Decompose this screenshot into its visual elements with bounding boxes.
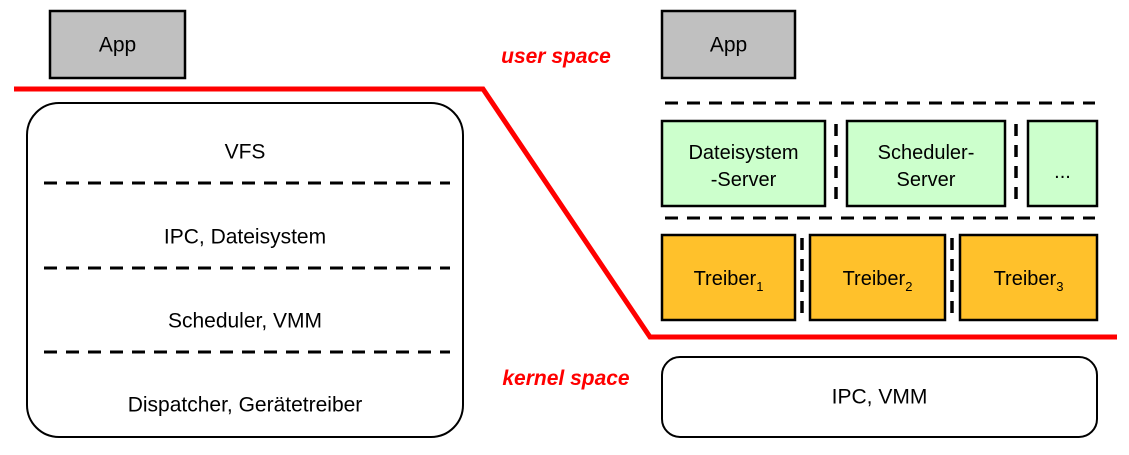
driver-box-2-label: Treiber	[843, 268, 906, 290]
server-box-ellipsis[interactable]: ...	[1026, 119, 1099, 208]
server-box-dateisystem-line1: Dateisystem	[688, 142, 798, 164]
right-app-box[interactable]: App	[660, 9, 797, 80]
kernel-space-label: kernel space	[502, 367, 630, 390]
driver-box-1-label: Treiber	[694, 268, 757, 290]
left-layer-label-ipc-dateisystem: IPC, Dateisystem	[164, 226, 326, 249]
server-box-dateisystem[interactable]: Dateisystem -Server	[660, 119, 827, 208]
driver-box-1-index: 1	[756, 279, 763, 294]
user-space-label: user space	[501, 45, 611, 68]
driver-box-2[interactable]: Treiber2	[808, 233, 947, 322]
server-box-scheduler[interactable]: Scheduler- Server	[845, 119, 1007, 208]
left-app-label: App	[99, 34, 136, 57]
right-app-label: App	[710, 34, 747, 57]
left-app-box[interactable]: App	[48, 9, 187, 80]
driver-box-3-index: 3	[1056, 279, 1063, 294]
svg-text:Treiber2: Treiber2	[843, 268, 913, 294]
svg-text:Treiber1: Treiber1	[694, 268, 764, 294]
user-kernel-boundary-line	[14, 86, 1117, 340]
driver-box-3-label: Treiber	[994, 268, 1057, 290]
right-microkernel-group: App Dateisystem -Server Scheduler- Serve…	[660, 9, 1099, 438]
server-box-scheduler-line2: Server	[897, 169, 956, 191]
driver-box-1[interactable]: Treiber1	[660, 233, 797, 322]
driver-box-2-index: 2	[905, 279, 912, 294]
microkernel-box[interactable]: IPC, VMM	[661, 356, 1098, 438]
microkernel-label: IPC, VMM	[832, 386, 928, 409]
server-box-ellipsis-label: ...	[1054, 161, 1071, 183]
server-box-dateisystem-line2: -Server	[711, 169, 777, 191]
left-layer-label-vfs: VFS	[225, 141, 266, 164]
left-layer-label-scheduler-vmm: Scheduler, VMM	[168, 310, 322, 333]
server-box-scheduler-line1: Scheduler-	[878, 142, 975, 164]
svg-text:Treiber3: Treiber3	[994, 268, 1064, 294]
driver-box-3[interactable]: Treiber3	[958, 233, 1099, 322]
left-monolithic-kernel-group: App VFS IPC, Dateisystem Scheduler, VMM …	[26, 9, 464, 438]
left-layer-label-dispatcher-geraetetreiber: Dispatcher, Gerätetreiber	[128, 394, 363, 417]
